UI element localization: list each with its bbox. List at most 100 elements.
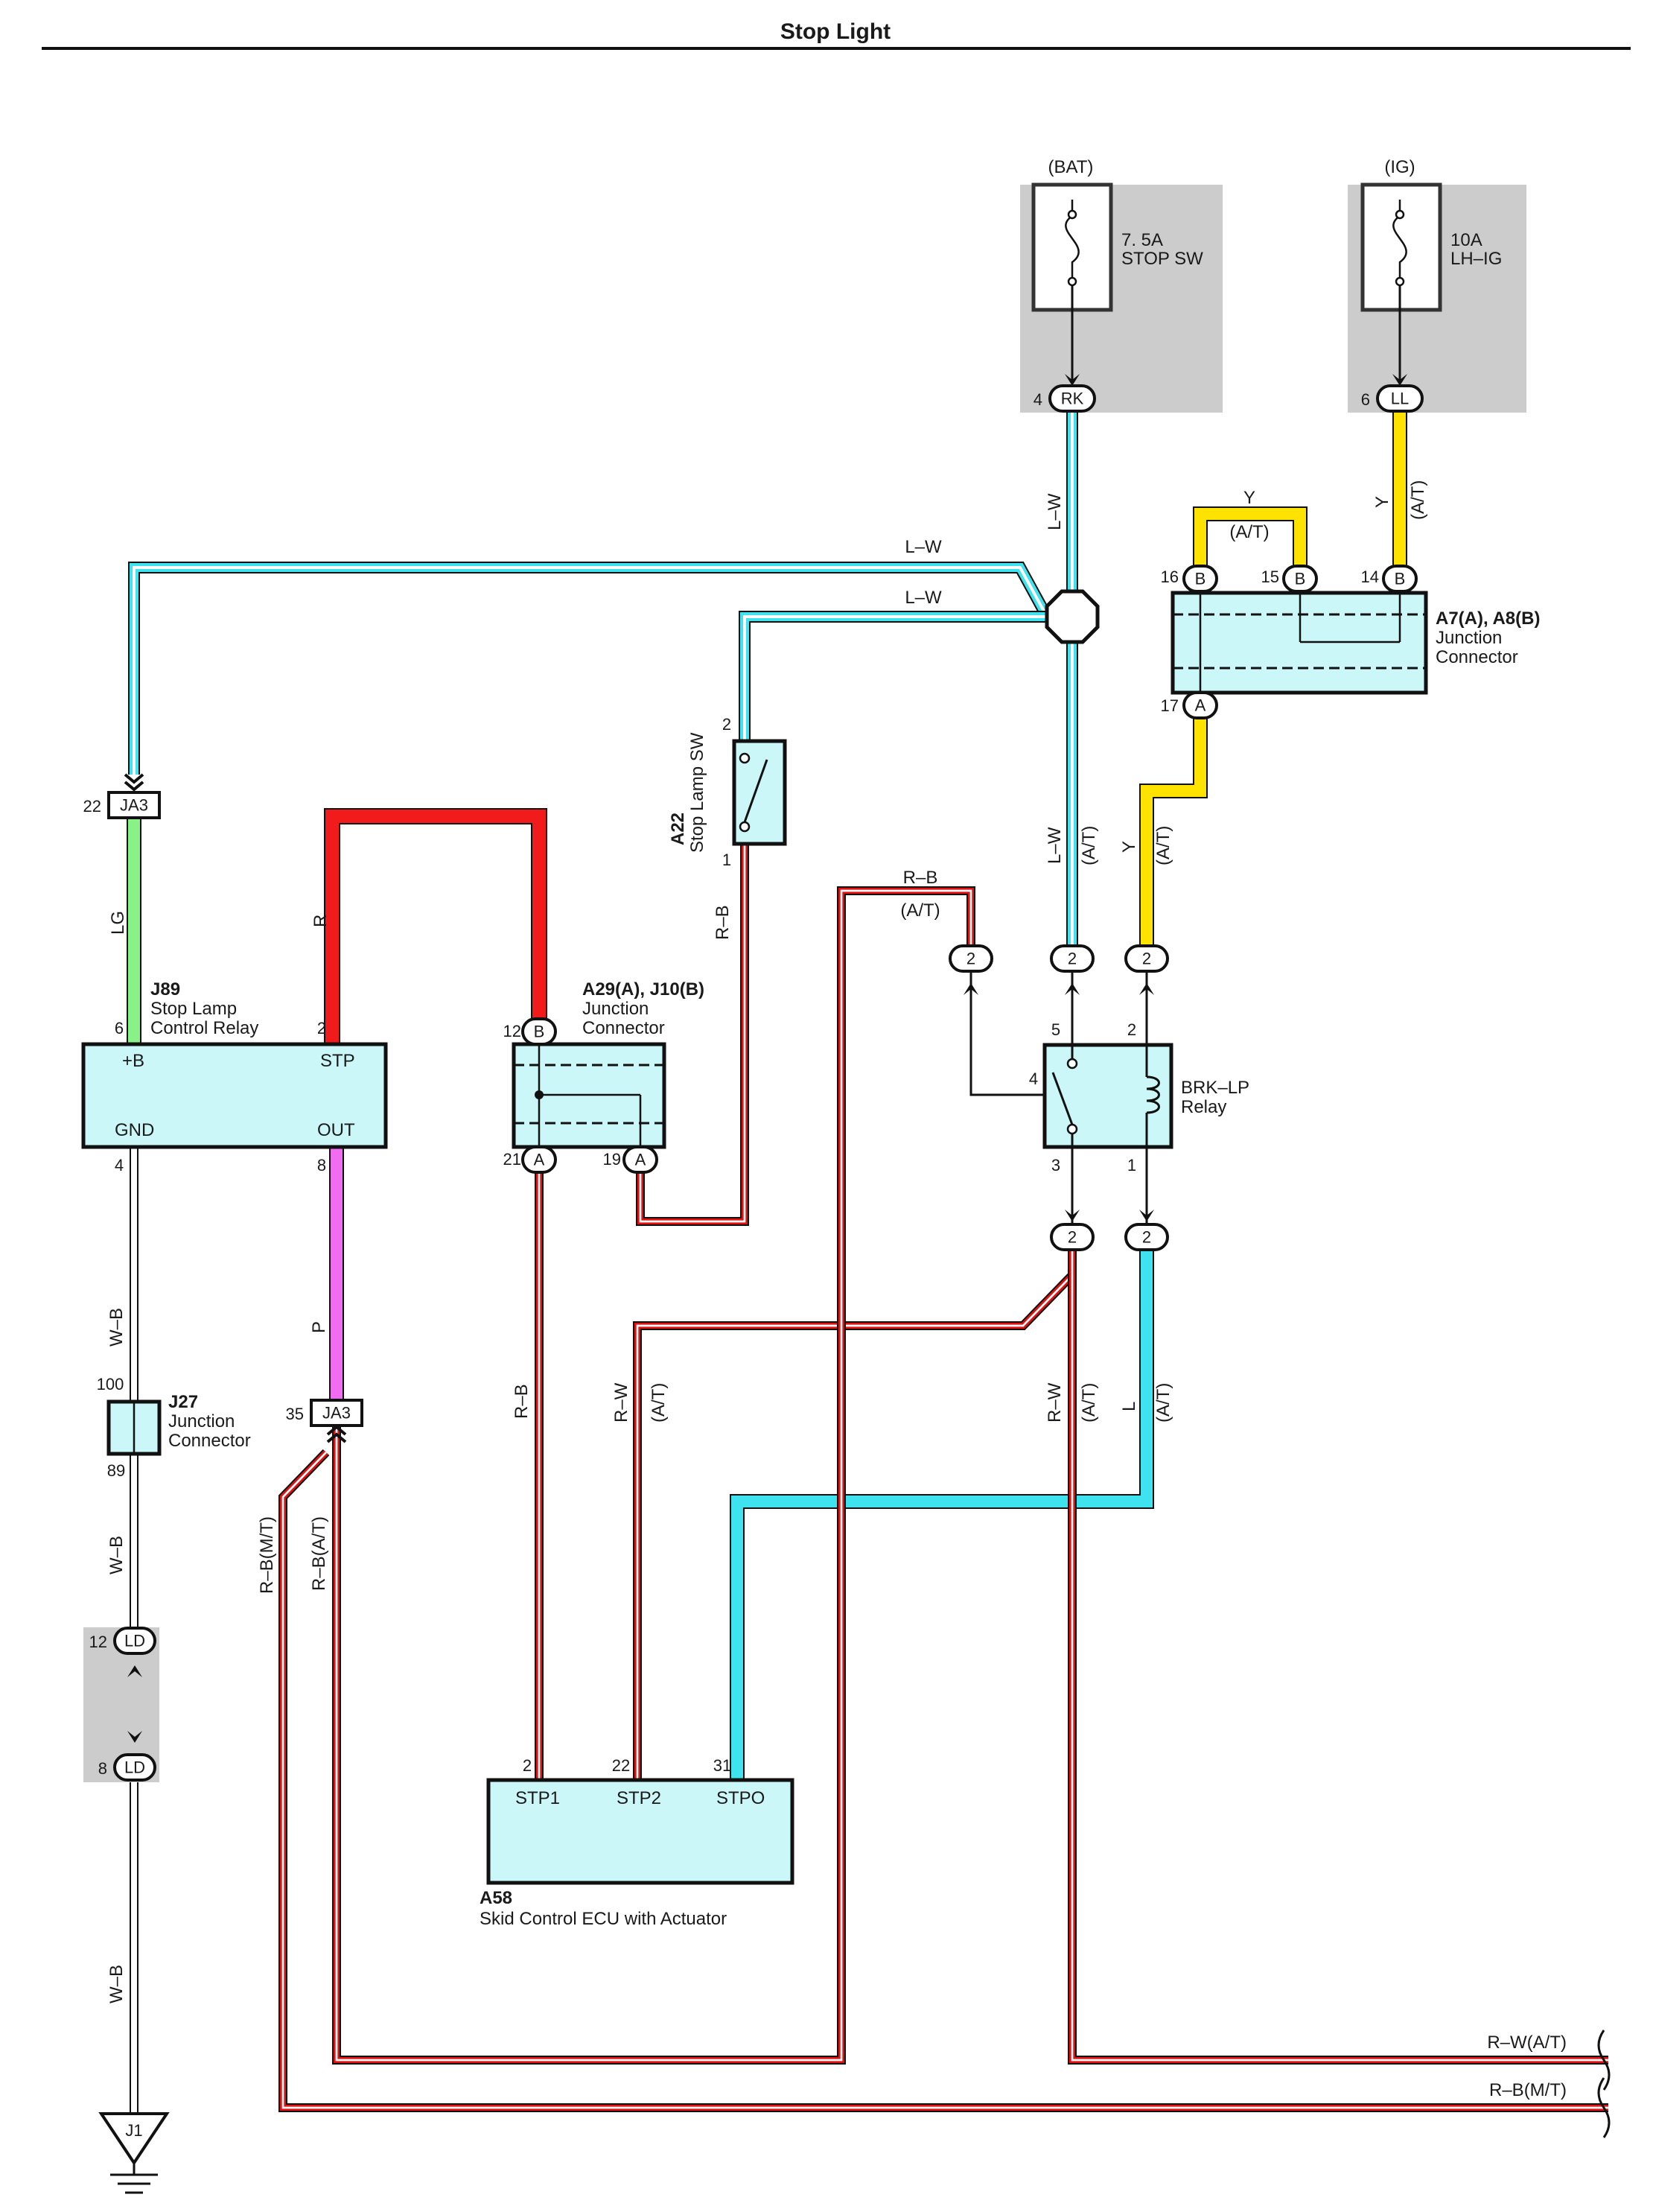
- a22-name: Stop Lamp SW: [687, 732, 707, 853]
- brk-pin2: 2: [1127, 1020, 1136, 1039]
- label-rw-a58: R–W: [611, 1382, 631, 1423]
- a29-pin-left: 21: [503, 1150, 521, 1169]
- label-lw-vert-mid: L–W: [1045, 827, 1065, 864]
- a7-pin15-oval: B: [1282, 565, 1318, 593]
- a58-pin1: 2: [523, 1756, 532, 1775]
- stop-lamp-switch-a22: 2 1 A22 Stop Lamp SW: [668, 715, 787, 869]
- j27-code: J27: [168, 1392, 198, 1412]
- label-y-vert: Y: [1119, 841, 1139, 853]
- j27-name-1: Junction: [168, 1411, 235, 1431]
- a7-pin16-oval: B: [1182, 565, 1218, 593]
- switch-contact-icon: [743, 759, 768, 823]
- junction-connector-j27: J27 Junction Connector 100 89: [97, 1375, 251, 1480]
- label-lw-top: L–W: [905, 537, 942, 557]
- arrow-ll-icon: [1392, 374, 1407, 386]
- a7-pin15: 15: [1261, 568, 1279, 586]
- wire-y-loop: [1193, 506, 1308, 566]
- rk-pin: 4: [1033, 390, 1042, 409]
- relay-conn-label: 2: [1068, 1228, 1077, 1247]
- label-wb1: W–B: [106, 1308, 127, 1347]
- arrow-relay-b-icon: [1065, 983, 1080, 995]
- a22-pin-top: 2: [722, 715, 731, 734]
- fuse-name-bat: STOP SW: [1121, 249, 1203, 269]
- a58-term1: STP1: [515, 1788, 560, 1808]
- a58-pin2: 22: [612, 1756, 630, 1775]
- fuse-name-ig: LH–IG: [1450, 249, 1502, 269]
- rk-connector-label: RK: [1061, 390, 1084, 408]
- wire-break-icon: [1597, 2077, 1611, 2138]
- wire-lw-to-switch: [739, 611, 1047, 741]
- a7-name-1: Junction: [1436, 628, 1502, 648]
- arrow-rk-icon: [1065, 374, 1080, 386]
- wire-labels: L–W L–W L–W Y (A/T) Y (A/T) L–W (A/T) Y …: [106, 480, 1567, 2100]
- a29-name-2: Connector: [582, 1018, 665, 1038]
- a29-pin-right: 19: [603, 1150, 621, 1169]
- brk-pin1: 1: [1127, 1156, 1136, 1175]
- ld-top-label: LD: [124, 1632, 145, 1650]
- connector-ld-bottom: LD 8: [98, 1753, 156, 1782]
- label-at-lw: (A/T): [1079, 826, 1099, 865]
- label-rb-a58: R–B: [512, 1384, 532, 1419]
- label-lg: LG: [108, 911, 128, 935]
- brk-pin5: 5: [1051, 1020, 1060, 1039]
- a7-pin17-oval: A: [1182, 691, 1218, 719]
- arrow-ja3-bottom-icon: [326, 1425, 347, 1443]
- j27-name-2: Connector: [168, 1431, 251, 1451]
- ll-pin: 6: [1361, 390, 1370, 409]
- j89-term-out: OUT: [317, 1120, 355, 1140]
- a7-conn-label: A: [1195, 696, 1206, 715]
- j89-term-stp: STP: [320, 1051, 355, 1071]
- label-at-y: (A/T): [1153, 826, 1173, 865]
- ja3-top-label: JA3: [120, 796, 148, 815]
- j89-name-1: Stop Lamp: [150, 999, 237, 1019]
- ja3-bottom-pin: 35: [286, 1405, 304, 1423]
- a58-code: A58: [480, 1888, 512, 1908]
- label-rb-at: R–B(A/T): [309, 1516, 329, 1591]
- wire-break-icon: [1597, 2030, 1611, 2091]
- a29-conn-label: A: [635, 1151, 646, 1169]
- j89-pin-b: 6: [115, 1019, 124, 1037]
- a7-conn-label: B: [1395, 570, 1406, 588]
- j1-code: J1: [125, 2121, 142, 2140]
- label-out-rw: R–W(A/T): [1487, 2033, 1567, 2053]
- a7-pin16: 16: [1161, 568, 1179, 586]
- relay-conn-label: 2: [1142, 1228, 1151, 1247]
- a7-name-2: Connector: [1436, 647, 1518, 667]
- arrow-relay-a-icon: [964, 983, 978, 995]
- label-p: P: [309, 1321, 329, 1333]
- a7-conn-label: B: [1195, 570, 1206, 588]
- j89-name-2: Control Relay: [150, 1018, 258, 1038]
- fuse-rating-bat: 7. 5A: [1121, 230, 1163, 250]
- ld-bottom-label: LD: [124, 1758, 145, 1777]
- ground-j1: J1: [98, 2112, 170, 2194]
- a7-code: A7(A), A8(B): [1436, 608, 1540, 629]
- brk-name-2: Relay: [1181, 1097, 1226, 1117]
- wire-rw-out: [1068, 1250, 1608, 2065]
- a29-code: A29(A), J10(B): [582, 979, 704, 999]
- label-at-l: (A/T): [1153, 1383, 1173, 1423]
- brk-lp-relay: BRK–LP Relay 5 2 4 3 1: [1029, 1020, 1249, 1175]
- a7-pin14: 14: [1361, 568, 1379, 586]
- label-y-right: Y: [1372, 496, 1392, 508]
- a29-pin-top: 12: [503, 1022, 521, 1040]
- wire-l-stpo: [730, 1250, 1154, 1780]
- junction-connector-a7-a8: A7(A), A8(B) Junction Connector 16 15 14…: [1161, 568, 1541, 715]
- a7-pin17: 17: [1161, 696, 1179, 715]
- a22-code: A22: [668, 813, 688, 845]
- ja3-bottom-label: JA3: [322, 1404, 351, 1423]
- relay-connector-c: 2: [1124, 944, 1169, 973]
- label-rw-right: R–W: [1045, 1382, 1065, 1423]
- a58-pin3: 31: [713, 1756, 731, 1775]
- label-rb-mt: R–B(M/T): [257, 1516, 277, 1594]
- wire-rb-mt: [278, 1449, 1608, 2112]
- relay-coil-icon: [1146, 1075, 1160, 1114]
- a22-pin-bottom: 1: [722, 851, 731, 869]
- arrow-ld-top-icon: [127, 1665, 142, 1677]
- stop-lamp-control-relay-j89: +B STP GND OUT J89 Stop Lamp Control Rel…: [81, 979, 388, 1175]
- a7-pin14-oval: B: [1382, 565, 1418, 593]
- a29-name-1: Junction: [582, 999, 649, 1019]
- j89-pin-out: 8: [317, 1156, 326, 1175]
- ll-connector-label: LL: [1391, 390, 1409, 408]
- connector-arrows: [124, 374, 1407, 1743]
